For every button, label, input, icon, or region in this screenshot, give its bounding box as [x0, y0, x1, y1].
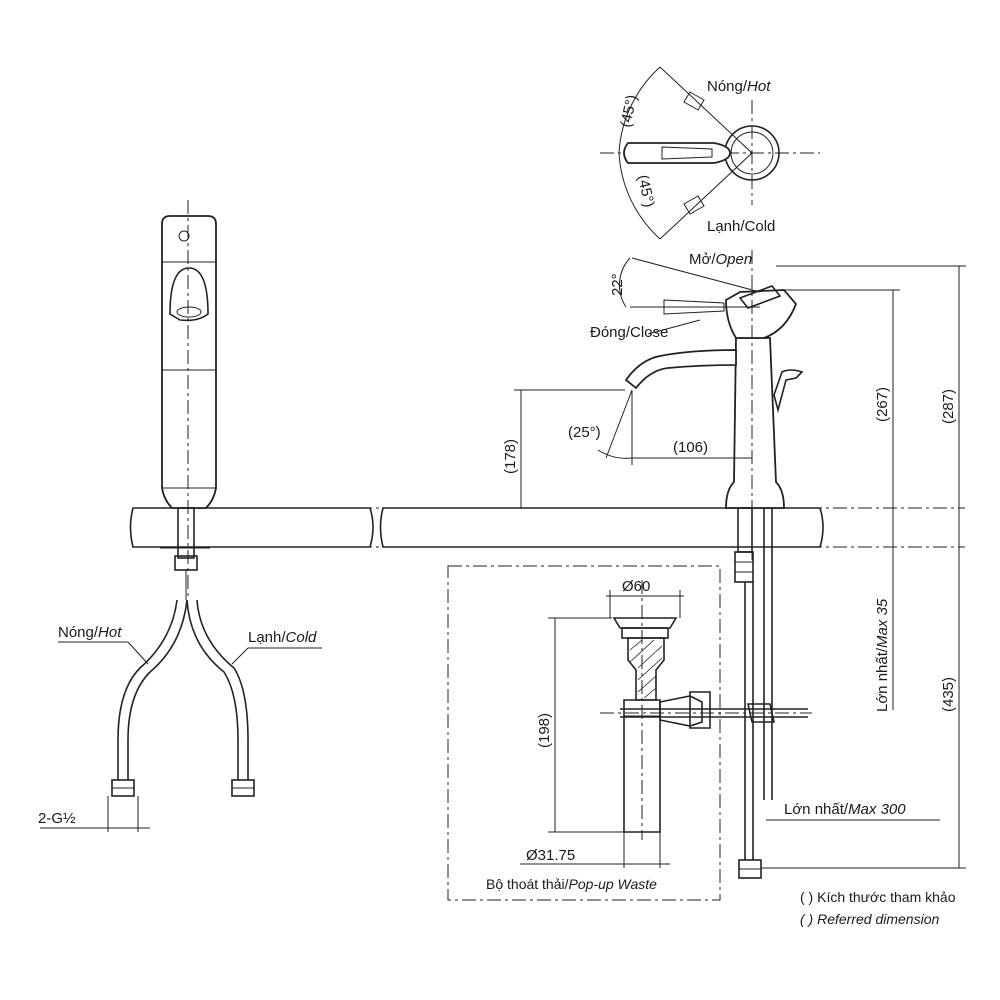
- popup-diameter-label: Ø60: [622, 578, 650, 595]
- reference-note: ( ) Kích thước tham khảo ( ) Referred di…: [800, 889, 956, 927]
- side-view-labels: Mở/Open Đóng/Close 22°: [590, 251, 752, 341]
- pipe-diameter-label: Ø31.75: [526, 847, 575, 864]
- spout-angle-label: (25°): [568, 424, 601, 441]
- thread-size-label: 2-G½: [38, 810, 76, 827]
- popup-waste-assembly: [447, 565, 812, 901]
- spout-height-label: (178): [502, 439, 519, 474]
- faucet-front-view: [40, 200, 255, 832]
- popup-height-label: (198): [536, 713, 553, 748]
- deck-max-label: Lớn nhất/Max 35: [874, 598, 891, 712]
- angle-hot-label: (45°): [617, 93, 640, 129]
- faucet-side-view: [618, 250, 804, 560]
- close-label: Đóng/Close: [590, 324, 668, 341]
- handle-hot-label: Nóng/Hot: [707, 78, 771, 95]
- body-height-label: (267): [874, 387, 891, 422]
- total-height-label: (287): [940, 389, 957, 424]
- popup-caption: Bộ thoát thải/Pop-up Waste: [486, 876, 657, 892]
- reference-note-en: ( ) Referred dimension: [800, 911, 939, 927]
- open-label: Mở/Open: [689, 251, 752, 268]
- hot-connection-label: Nóng/Hot: [58, 624, 122, 641]
- side-dimension-lines: [514, 265, 966, 869]
- connection-labels: Nóng/Hot Lạnh/Cold 2-G½: [38, 624, 322, 827]
- hose-max-label: Lớn nhất/Max 300: [784, 801, 906, 818]
- handle-cold-label: Lạnh/Cold: [707, 218, 775, 235]
- below-height-label: (435): [940, 677, 957, 712]
- handle-top-view: [600, 66, 820, 240]
- countertop: [129, 507, 965, 548]
- popup-dimension-lines: [520, 590, 684, 868]
- popup-labels: Ø60 (198) Ø31.75 Bộ thoát thải/Pop-up Wa…: [486, 578, 657, 892]
- side-under-deck: [734, 507, 773, 879]
- reference-note-vi: ( ) Kích thước tham khảo: [800, 889, 956, 905]
- cold-connection-label: Lạnh/Cold: [248, 629, 317, 646]
- handle-angle-label: 22°: [609, 273, 626, 296]
- reach-label: (106): [673, 439, 708, 456]
- angle-cold-label: (45°): [634, 173, 657, 209]
- side-dimension-labels: (25°) (106) (178) (267) (287) Lớn nhất/M…: [502, 387, 957, 818]
- handle-top-labels: Nóng/Hot Lạnh/Cold (45°) (45°): [617, 78, 775, 235]
